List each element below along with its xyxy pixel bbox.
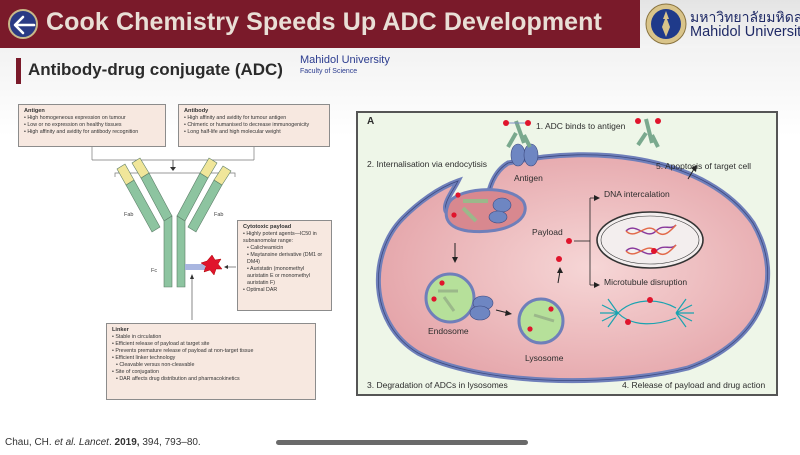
section-accent-bar: [16, 58, 21, 84]
target-cell: [375, 152, 771, 384]
payload-item: Optimal DAR: [243, 287, 326, 294]
university-english-name: Mahidol University: [690, 24, 800, 40]
step-5-label: 5. Apoptosis of target cell: [656, 161, 751, 171]
antibody-item: Chimeric or humanised to decrease immuno…: [184, 122, 324, 129]
payload-item: Calicheamicin: [243, 245, 326, 252]
citation-volume-pages: 394, 793–80.: [139, 437, 201, 448]
linker-item: Stable in circulation: [112, 334, 310, 341]
antigen-item: Low or no expression on healthy tissues: [24, 122, 160, 129]
payload-label: Payload: [532, 227, 563, 237]
fab-left-label: Fab: [124, 212, 134, 218]
antigen-item: High homogeneous expression on tumour: [24, 115, 160, 122]
payload-box-title: Cytotoxic payload: [243, 224, 292, 230]
citation-authors: Chau, CH.: [5, 437, 55, 448]
linker-item: Prevents premature release of payload at…: [112, 348, 310, 355]
payload-item: Maytansine derivative (DM1 or DM4): [243, 252, 326, 266]
dna-intercalation-label: DNA intercalation: [604, 189, 670, 199]
faculty-watermark: Mahidol University Faculty of Science: [300, 52, 500, 82]
horizontal-scrollbar[interactable]: [276, 440, 528, 445]
microtubule-spindle: [600, 298, 694, 328]
mahidol-seal-icon: [645, 3, 687, 45]
back-button[interactable]: [8, 9, 38, 39]
cell-diagram: [375, 118, 771, 384]
antigen-box-title: Antigen: [24, 108, 45, 114]
antigen-label: Antigen: [514, 173, 543, 183]
step-1-label: 1. ADC binds to antigen: [536, 121, 626, 131]
endosome: [424, 272, 476, 324]
university-thai-name: มหาวิทยาลัยมหิดล: [690, 9, 800, 25]
linker-item: Efficient linker technology: [112, 355, 310, 362]
antibody-item: Long half-life and high molecular weight: [184, 129, 324, 136]
cytotoxic-payload-box: Cytotoxic payload Highly potent agents—I…: [237, 220, 332, 311]
arrow-left-icon: [13, 15, 36, 35]
linker-item: Efficient release of payload at target s…: [112, 341, 310, 348]
antigen-box: Antigen High homogeneous expression on t…: [18, 104, 166, 147]
linker-box: Linker Stable in circulation Efficient r…: [106, 323, 316, 400]
step-3-label: 3. Degradation of ADCs in lysosomes: [367, 380, 508, 390]
step-2-label: 2. Internalisation via endocytisis: [367, 159, 488, 169]
endosome-label: Endosome: [428, 326, 469, 336]
lysosome: [517, 297, 565, 345]
fc-label: Fc: [151, 268, 158, 274]
antibody-shape: [116, 157, 232, 288]
linker-item: Cleavable versus non-cleavable: [112, 362, 310, 369]
antigen-receptor: [510, 143, 526, 167]
linker-box-title: Linker: [112, 327, 129, 333]
citation-year: 2019,: [114, 437, 140, 448]
payload-item: Highly potent agents—IC50 in subnanomola…: [243, 231, 326, 245]
payload-item: Auristatin (monomethyl auristatin E or m…: [243, 266, 326, 287]
step-4-label: 4. Release of payload and drug action: [622, 380, 766, 390]
nucleus: [596, 211, 704, 269]
citation-separator: .: [108, 437, 115, 448]
faculty-sub: Faculty of Science: [300, 68, 358, 75]
payload-molecule: [556, 256, 562, 262]
slide-header: Cook Chemistry Speeds Up ADC Development: [0, 0, 640, 48]
antibody-box-title: Antibody: [184, 108, 209, 114]
adc-free-icon: [503, 120, 532, 148]
linker-item: DAR affects drug distribution and pharma…: [112, 376, 310, 383]
citation: Chau, CH. et al. Lancet. 2019, 394, 793–…: [5, 437, 201, 448]
microtubule-disruption-label: Microtubule disruption: [604, 277, 688, 287]
payload-molecule: [566, 238, 572, 244]
antigen-receptor: [523, 143, 539, 167]
lysosome-label: Lysosome: [525, 353, 564, 363]
antibody-box: Antibody High affinity and avidity for t…: [178, 104, 330, 147]
faculty-name: Mahidol University: [300, 54, 390, 66]
antibody-item: High affinity and avidity for tumour ant…: [184, 115, 324, 122]
linker-bar: [185, 264, 205, 270]
panel-label: A: [367, 116, 375, 127]
fab-right-label: Fab: [214, 212, 224, 218]
section-title: Antibody-drug conjugate (ADC): [28, 60, 283, 79]
adc-free-icon: [635, 118, 661, 148]
linker-item: Site of conjugation: [112, 369, 310, 376]
slide-title: Cook Chemistry Speeds Up ADC Development: [46, 8, 602, 36]
antigen-item: High affinity and avidity for antibody r…: [24, 129, 160, 136]
payload-star-icon: [200, 254, 223, 276]
citation-journal: et al. Lancet: [54, 437, 109, 448]
adc-mechanism-figure: A 1. ADC binds to antigen 2. Internalisa…: [356, 111, 778, 396]
